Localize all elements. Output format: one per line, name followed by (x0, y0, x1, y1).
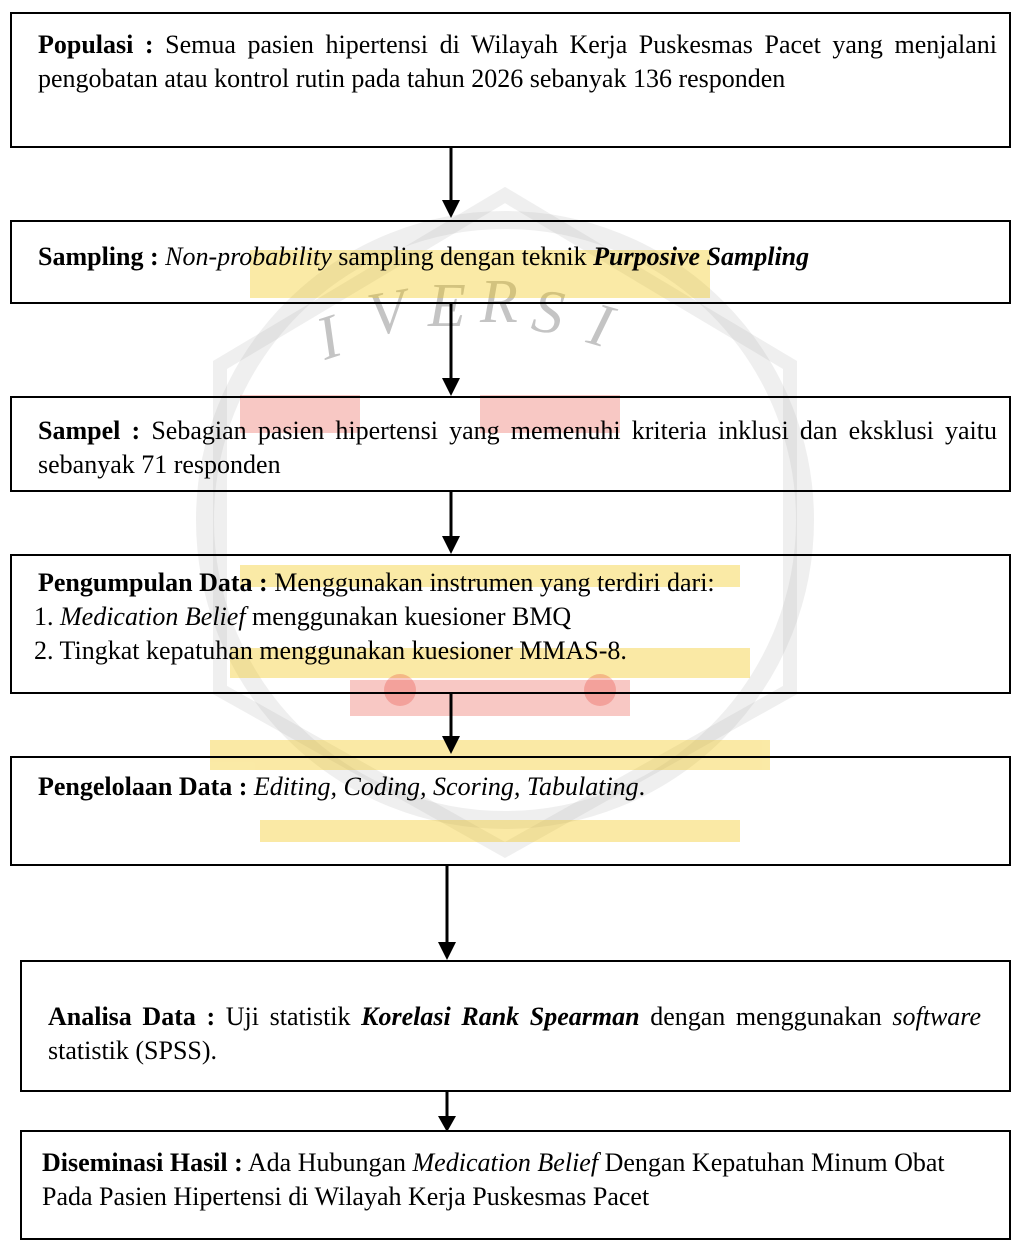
pengumpulan-label: Pengumpulan Data : (38, 568, 268, 597)
analisa-pre: Uji statistik (225, 1002, 351, 1031)
diseminasi-italic: Medication Belief (412, 1148, 599, 1177)
pengumpulan-data-box: Pengumpulan Data : Menggunakan instrumen… (10, 554, 1011, 694)
arrow-down-4 (442, 694, 460, 754)
analisa-end: statistik (SPSS). (48, 1036, 218, 1065)
pengelolaan-italic: Editing, Coding, Scoring, Tabulating (253, 772, 639, 801)
arrow-down-6 (438, 1092, 456, 1132)
instrument-2-rest: Tingkat kepatuhan menggunakan kuesioner … (59, 636, 627, 665)
analisa-mid: dengan menggunakan (650, 1002, 882, 1031)
diseminasi-end: Dengan Kepatuhan Minum Obat Pada Pasien … (42, 1148, 945, 1211)
sampling-technique: Purposive Sampling (593, 242, 810, 271)
sampel-desc: Sebagian pasien hipertensi yang memenuhi… (38, 416, 998, 479)
instrument-list-item: 2. Tingkat kepatuhan menggunakan kuesion… (34, 636, 627, 665)
sampel-label: Sampel : (38, 416, 141, 445)
arrow-down-2 (442, 304, 460, 396)
analisa-method: Korelasi Rank Spearman (361, 1002, 640, 1031)
svg-text:I: I (307, 301, 352, 373)
pengelolaan-end: . (638, 772, 646, 801)
instrument-list-item: 1. Medication Belief menggunakan kuesion… (34, 602, 572, 631)
pengelolaan-label: Pengelolaan Data : (38, 772, 248, 801)
sampling-box: Sampling : Non-probability sampling deng… (10, 220, 1011, 304)
diseminasi-pre: Ada Hubungan (247, 1148, 407, 1177)
sampling-italic: Non-probability (165, 242, 332, 271)
sampling-mid: sampling dengan teknik (338, 242, 587, 271)
diseminasi-label: Diseminasi Hasil : (42, 1148, 243, 1177)
populasi-desc: Semua pasien hipertensi di Wilayah Kerja… (38, 30, 997, 93)
sampling-label: Sampling : (38, 242, 159, 271)
sampel-box: Sampel : Sebagian pasien hipertensi yang… (10, 396, 1011, 492)
diseminasi-hasil-box: Diseminasi Hasil : Ada Hubungan Medicati… (20, 1130, 1011, 1240)
arrow-down-5 (438, 866, 456, 960)
instrument-1-italic: Medication Belief (60, 602, 246, 631)
arrow-down-1 (442, 148, 460, 218)
analisa-data-box: Analisa Data : Uji statistik Korelasi Ra… (20, 960, 1011, 1092)
instrument-1-rest: menggunakan kuesioner BMQ (252, 602, 572, 631)
populasi-box: Populasi : Semua pasien hipertensi di Wi… (10, 12, 1011, 148)
analisa-software: software (892, 1002, 981, 1031)
analisa-label: Analisa Data : (48, 1002, 216, 1031)
pengelolaan-data-box: Pengelolaan Data : Editing, Coding, Scor… (10, 756, 1011, 866)
svg-text:E: E (427, 272, 466, 340)
pengumpulan-desc: Menggunakan instrumen yang terdiri dari: (274, 568, 715, 597)
arrow-down-3 (442, 492, 460, 554)
populasi-label: Populasi : (38, 30, 154, 59)
